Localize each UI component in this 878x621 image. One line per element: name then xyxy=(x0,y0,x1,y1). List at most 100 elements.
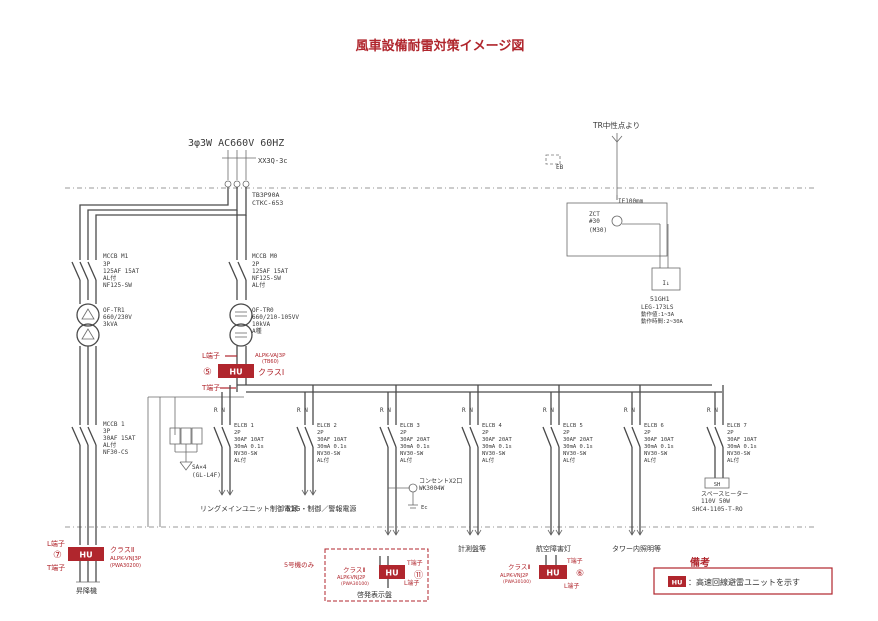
svg-text:SH: SH xyxy=(714,482,721,488)
svg-text:(GL-L4F): (GL-L4F) xyxy=(192,472,221,479)
svg-text:クラスⅠ: クラスⅠ xyxy=(258,368,284,377)
load-meter: 計測盤等 xyxy=(458,544,486,553)
elcb-terminal-label: R N xyxy=(707,407,718,414)
elcb-spec-line: 2P xyxy=(727,430,734,436)
svg-text:AL付: AL付 xyxy=(252,281,265,289)
svg-text:3P: 3P xyxy=(103,261,111,268)
svg-text:HU: HU xyxy=(79,551,92,560)
svg-text:T端子: T端子 xyxy=(566,557,583,565)
load-aviation: 航空障害灯 xyxy=(536,544,571,553)
load-yaw: リングメインユニット制御電源 xyxy=(200,504,298,513)
source-cable: XX3Q-3c xyxy=(258,157,288,165)
svg-text:Ec: Ec xyxy=(421,505,428,511)
elcb-spec-line: 30AF 20AT xyxy=(563,437,593,443)
elcb-spec-line: 30mA 0.1s xyxy=(727,444,757,450)
elcb-name: ELCB 4 xyxy=(482,423,503,429)
elcb-spec-line: 2P xyxy=(317,430,324,436)
svg-text:⑥: ⑥ xyxy=(576,569,584,579)
svg-text:クラスⅡ: クラスⅡ xyxy=(508,563,531,571)
elcb-spec-line: AL付 xyxy=(317,456,330,464)
elcb-spec-line: 2P xyxy=(482,430,489,436)
elcb-spec-line: 2P xyxy=(234,430,241,436)
svg-text:(PWA30100): (PWA30100) xyxy=(503,579,531,585)
svg-text:125AF 15AT: 125AF 15AT xyxy=(252,268,289,275)
svg-text:ALPK-VNJ2P: ALPK-VNJ2P xyxy=(337,575,365,581)
elcb-spec-line: 30AF 20AT xyxy=(400,437,430,443)
svg-text:HU: HU xyxy=(672,579,683,587)
elcb-spec-line: AL付 xyxy=(644,456,657,464)
elcb-spec-line: 30mA 0.1s xyxy=(563,444,593,450)
mccb-m0: MCCB M0 2P 125AF 15AT NF125-SW AL付 xyxy=(228,253,289,300)
svg-text:動作時間:2~30A: 動作時間:2~30A xyxy=(641,317,684,325)
transformer-tr0: OF-TR0 660/210-105VV 10kVA A種 xyxy=(229,303,299,347)
elcb-name: ELCB 1 xyxy=(234,423,254,429)
svg-text:3kVA: 3kVA xyxy=(103,321,118,328)
hu-unit-11: 5号機のみ クラスⅡ ALPK-VNJ2P (PWA30100) HU T端子 … xyxy=(284,548,429,602)
elcb-spec-line: NV30-SW xyxy=(482,451,506,457)
svg-text:⑦: ⑦ xyxy=(53,550,62,561)
elcb-spec-line: NV30-SW xyxy=(563,451,587,457)
svg-text:ALPK-VNJ2P: ALPK-VNJ2P xyxy=(500,573,528,579)
svg-text:T端子: T端子 xyxy=(46,563,65,572)
svg-text:TR中性点より: TR中性点より xyxy=(592,120,640,130)
svg-text:51GH1: 51GH1 xyxy=(650,295,670,303)
elcb-spec-line: 30mA 0.1s xyxy=(234,444,264,450)
svg-text:：高速回線避雷ユニットを示す: ：高速回線避雷ユニットを示す xyxy=(688,577,800,587)
svg-text:L端子: L端子 xyxy=(404,579,419,587)
svg-text:AL付: AL付 xyxy=(103,441,116,449)
elcb-terminal-label: R N xyxy=(624,407,635,414)
elcb-name: ELCB 3 xyxy=(400,423,420,429)
outlet: コンセントX2口 WK3004W Ec xyxy=(388,478,462,511)
svg-text:A種: A種 xyxy=(252,327,262,335)
svg-text:ALPK-VAJ3P: ALPK-VAJ3P xyxy=(255,353,286,359)
svg-text:30AF 15AT: 30AF 15AT xyxy=(103,435,136,442)
svg-text:CTKC-653: CTKC-653 xyxy=(252,199,283,207)
elcb-spec-line: 2P xyxy=(400,430,407,436)
elcb-name: ELCB 6 xyxy=(644,423,664,429)
diagram-title: 風車設備耐雷対策イメージ図 xyxy=(356,38,525,54)
svg-text:MCCB 1: MCCB 1 xyxy=(103,421,125,428)
legend: 備考 HU ：高速回線避雷ユニットを示す xyxy=(653,556,833,595)
elcb-spec-line: 30AF 10AT xyxy=(727,437,757,443)
svg-text:ZCT: ZCT xyxy=(589,211,600,218)
terminal-block: TB3P90A CTKC-653 xyxy=(224,180,283,207)
svg-text:TB3P90A: TB3P90A xyxy=(252,191,279,199)
elcb-spec-line: AL付 xyxy=(727,456,740,464)
elcb-spec-line: AL付 xyxy=(400,456,413,464)
elcb-name: ELCB 7 xyxy=(727,423,747,429)
svg-text:SHC4-1105-T-RO: SHC4-1105-T-RO xyxy=(692,506,743,513)
elcb-spec-line: AL付 xyxy=(482,456,495,464)
svg-text:I↓: I↓ xyxy=(662,280,669,287)
svg-text:NF125-SW: NF125-SW xyxy=(252,275,281,282)
svg-text:10kVA: 10kVA xyxy=(252,321,270,328)
svg-text:3P: 3P xyxy=(103,428,111,435)
elcb-terminal-label: R N xyxy=(297,407,308,414)
elcb-spec-line: 30AF 10AT xyxy=(317,437,347,443)
elcb-spec-line: AL付 xyxy=(234,456,247,464)
svg-text:SA×4: SA×4 xyxy=(192,464,207,471)
elcb-spec-line: 30mA 0.1s xyxy=(644,444,674,450)
elcb-spec-line: 2P xyxy=(644,430,651,436)
elcb-spec-line: 30AF 10AT xyxy=(234,437,264,443)
elcb-terminal-label: R N xyxy=(380,407,391,414)
svg-text:啓発表示盤: 啓発表示盤 xyxy=(357,590,392,599)
svg-text:5号機のみ: 5号機のみ xyxy=(284,560,315,569)
svg-text:昇降機: 昇降機 xyxy=(76,586,97,595)
svg-text:LEG-173LS: LEG-173LS xyxy=(641,304,674,311)
load-tower: タワー内照明等 xyxy=(612,544,661,553)
elcb-name: ELCB 5 xyxy=(563,423,583,429)
svg-text:EB: EB xyxy=(556,164,564,171)
svg-text:⑤: ⑤ xyxy=(203,367,212,378)
source-spec: 3φ3W AC660V 60HZ xyxy=(188,138,284,149)
elcb-spec-line: NV30-SW xyxy=(317,451,341,457)
svg-text:(PWA30100): (PWA30100) xyxy=(341,581,369,587)
elcb-spec-line: 30mA 0.1s xyxy=(400,444,430,450)
svg-text:OF-TR1: OF-TR1 xyxy=(103,307,125,314)
svg-text:#30: #30 xyxy=(589,218,600,225)
svg-text:OF-TR0: OF-TR0 xyxy=(252,307,274,314)
elcb-terminal-label: R N xyxy=(543,407,554,414)
svg-text:L端子: L端子 xyxy=(564,582,579,590)
svg-text:(M30): (M30) xyxy=(589,227,607,234)
svg-text:T端子: T端子 xyxy=(406,559,423,567)
svg-text:MCCB M1: MCCB M1 xyxy=(103,253,129,260)
